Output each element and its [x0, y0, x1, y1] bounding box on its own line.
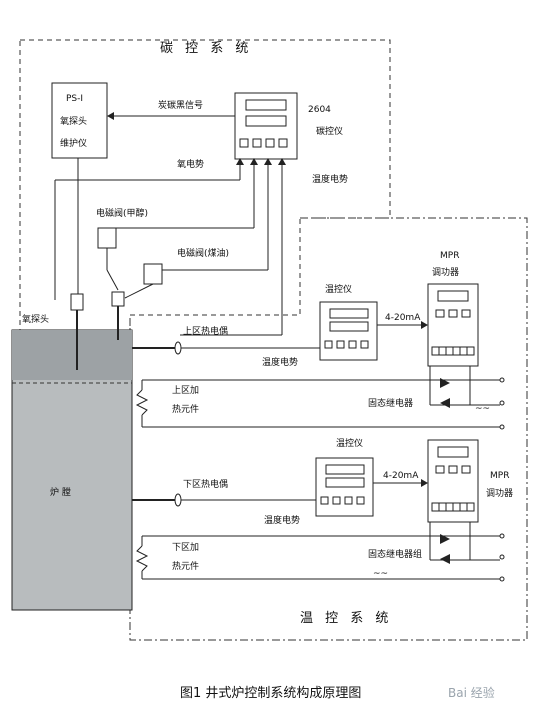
lower-temp-controller: [315, 457, 374, 517]
lower-heater-line2: 热元件: [172, 560, 199, 572]
lower-temp-potential-label: 温度电势: [264, 514, 300, 526]
upper-heater-line1: 上区加: [172, 385, 199, 396]
carbon-controller-model: 2604: [308, 105, 331, 115]
solenoid-a-box: [97, 227, 117, 249]
lower-ssr-label: 固态继电器组: [368, 548, 422, 560]
lower-thermocouple-label: 下区热电偶: [183, 478, 228, 490]
furnace-label: 炉 膛: [50, 486, 71, 498]
temp-potential-top-label: 温度电势: [312, 173, 348, 185]
oxygen-potential-label: 氧电势: [177, 158, 204, 170]
ps1-line2: 氧探头: [60, 115, 87, 127]
upper-temp-potential-label: 温度电势: [262, 356, 298, 368]
upper-mpr-name: 调功器: [432, 267, 459, 278]
upper-temp-controller: [319, 301, 378, 361]
upper-ssr-label: 固态继电器: [368, 397, 413, 409]
lower-mpr-name: 调功器: [486, 488, 513, 499]
upper-wave: ~~: [475, 404, 490, 414]
lower-ssr-diode-icon: [440, 534, 450, 544]
lower-current-label: 4-20mA: [383, 471, 419, 481]
upper-mpr: [427, 283, 479, 367]
watermark-text: Bai 经验: [448, 685, 495, 700]
lower-heater-resistor-icon: [135, 545, 149, 572]
ps1-line1: PS-I: [66, 94, 83, 104]
lower-wave: ~~: [373, 569, 388, 579]
upper-ssr-diode-icon: [440, 378, 450, 388]
figure-caption: 图1 井式炉控制系统构成原理图: [180, 686, 361, 701]
carbon-controller-name: 碳控仪: [316, 125, 343, 137]
temp-system-boundary: [129, 217, 528, 641]
upper-controller-label: 温控仪: [325, 283, 352, 295]
solenoid-b-label: 电磁阀(煤油): [177, 247, 229, 259]
temp-system-title: 温 控 系 统: [300, 611, 392, 626]
carbon-system-title: 碳 控 系 统: [160, 41, 252, 56]
signal-arrow-icon: [107, 112, 114, 120]
upper-current-label: 4-20mA: [385, 313, 421, 323]
upper-heater-resistor-icon: [135, 389, 149, 416]
solenoid-b-box: [143, 263, 163, 285]
lower-heater-line1: 下区加: [172, 542, 199, 553]
oxygen-probe-label: 氧探头: [22, 313, 49, 325]
upper-mpr-label: MPR: [440, 251, 459, 261]
lower-controller-label: 温控仪: [336, 437, 363, 449]
ps1-box: [51, 82, 108, 159]
solenoid-a-label: 电磁阀(甲醇): [96, 207, 148, 219]
lower-mpr-label: MPR: [490, 471, 509, 481]
lower-mpr: [427, 439, 479, 523]
upper-thermocouple-label: 上区热电偶: [183, 325, 228, 337]
ps1-line3: 维护仪: [60, 137, 87, 149]
upper-heater-line2: 热元件: [172, 403, 199, 415]
carbon-controller: [234, 92, 298, 160]
signal-label: 炭碳黑信号: [158, 99, 203, 111]
